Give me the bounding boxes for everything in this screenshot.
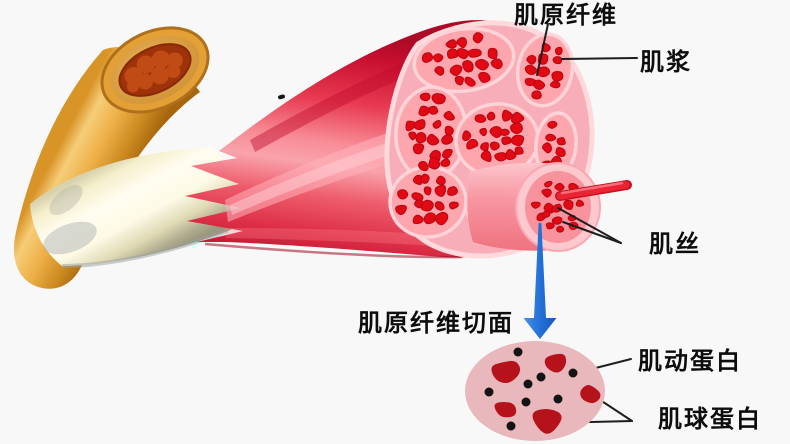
label-myofibril-section: 肌原纤维切面	[358, 310, 514, 337]
myosin-blobs	[491, 353, 601, 434]
myofilament-pointer-line-2	[562, 221, 622, 244]
bone-cross-section	[100, 26, 210, 114]
myofibril-chunks	[395, 32, 566, 229]
actin-dots	[484, 347, 578, 431]
down-arrow-icon	[523, 223, 557, 339]
myofibril-section-circle	[465, 341, 605, 441]
myofilament-rod	[555, 180, 632, 201]
myofibril-pointer-line	[536, 23, 549, 76]
muscle-cross-section	[384, 20, 595, 259]
label-myosin: 肌球蛋白	[658, 406, 762, 433]
speck	[278, 94, 285, 100]
label-myofibril: 肌原纤维	[514, 2, 618, 29]
label-myofilament: 肌丝	[649, 231, 701, 258]
myofilament-pointer-line-1	[557, 207, 622, 244]
muscle-fiber	[467, 162, 632, 252]
sarcoplasm-pointer-line	[561, 57, 638, 60]
label-sarcoplasm: 肌浆	[640, 49, 692, 76]
tendon-illustration	[30, 147, 244, 268]
label-actin: 肌动蛋白	[638, 348, 742, 375]
